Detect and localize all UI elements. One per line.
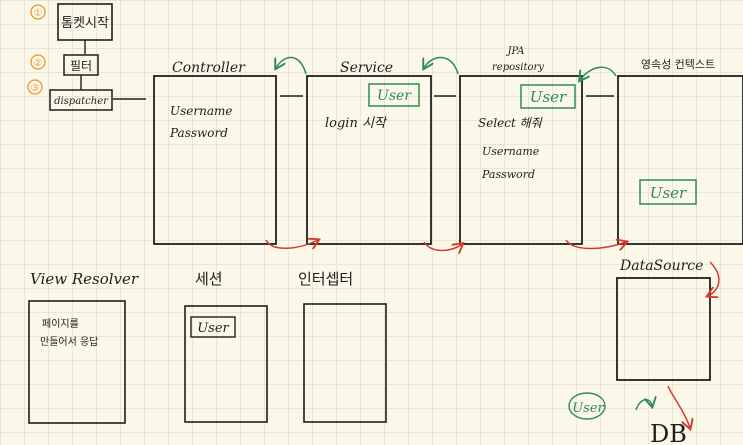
- step-2-number: ②: [34, 58, 43, 69]
- step-1-number: ①: [34, 8, 43, 19]
- repository-to-context-arrow: [565, 240, 626, 249]
- session-user-tag: [190, 316, 236, 338]
- step-2: ②: [30, 54, 46, 70]
- repository-title-1: JPA: [505, 46, 524, 57]
- session-title: 세션: [195, 270, 223, 288]
- repository-line-3: Password: [481, 168, 535, 181]
- view-resolver-line-1: 페이지를: [42, 318, 79, 330]
- service-title: Service: [340, 60, 393, 76]
- view-resolver-line-2: 만들어서 응답: [40, 336, 98, 348]
- step-1-circle: [30, 4, 46, 20]
- datasource-to-db-arrow: [667, 385, 690, 428]
- service-line-1: login 시작: [325, 116, 388, 131]
- filter-label: 필터: [70, 59, 92, 73]
- service-user-tag: [368, 83, 420, 107]
- interceptor-box: [303, 303, 387, 423]
- controller-line-2: Password: [169, 126, 228, 140]
- service-user-label: User: [377, 88, 412, 104]
- interceptor-title: 인터셉터: [298, 270, 353, 288]
- dispatcher-label: dispatcher: [54, 96, 109, 107]
- context-box: [617, 75, 743, 245]
- session-box: [184, 305, 268, 423]
- tomcat-start-label: 톰켓시작: [61, 16, 109, 31]
- controller-line-1: Username: [170, 104, 232, 118]
- repository-user-tag: [520, 84, 576, 109]
- dispatcher-box: [49, 89, 113, 111]
- context-title: 영속성 컨텍스트: [641, 58, 715, 71]
- view-resolver-title: View Resolver: [30, 270, 139, 288]
- controller-box: [153, 75, 277, 245]
- controller-title: Controller: [172, 60, 246, 76]
- session-user-label: User: [197, 321, 229, 336]
- context-user-label: User: [650, 184, 687, 202]
- controller-to-service-arrow: [265, 240, 318, 248]
- step-2-circle: [30, 54, 46, 70]
- view-resolver-box: [28, 300, 126, 424]
- db-label: DB: [650, 420, 687, 445]
- context-to-datasource-arrow: [708, 261, 720, 296]
- repository-box: [459, 75, 583, 245]
- datasource-title: DataSource: [619, 258, 703, 274]
- repository-title-2: repository: [492, 62, 544, 73]
- repository-user-label: User: [530, 88, 567, 106]
- repository-line-1: Select 해줘: [478, 116, 543, 130]
- db-user-circle: [568, 392, 606, 420]
- step-3: ③: [27, 79, 43, 95]
- service-box: [306, 75, 432, 245]
- context-user-tag: [639, 179, 697, 205]
- service-to-controller-return-arrow: [276, 56, 307, 75]
- repository-to-service-return-arrow: [424, 56, 459, 75]
- db-return-arrow: [635, 400, 652, 411]
- datasource-box: [616, 277, 711, 381]
- context-to-repository-return-arrow: [580, 66, 617, 80]
- repository-line-2: Username: [482, 145, 540, 158]
- service-to-repository-arrow: [423, 241, 462, 251]
- step-3-number: ③: [31, 83, 40, 94]
- step-1: ①: [30, 4, 46, 20]
- step-3-circle: [27, 79, 43, 95]
- db-user-label: User: [572, 401, 604, 416]
